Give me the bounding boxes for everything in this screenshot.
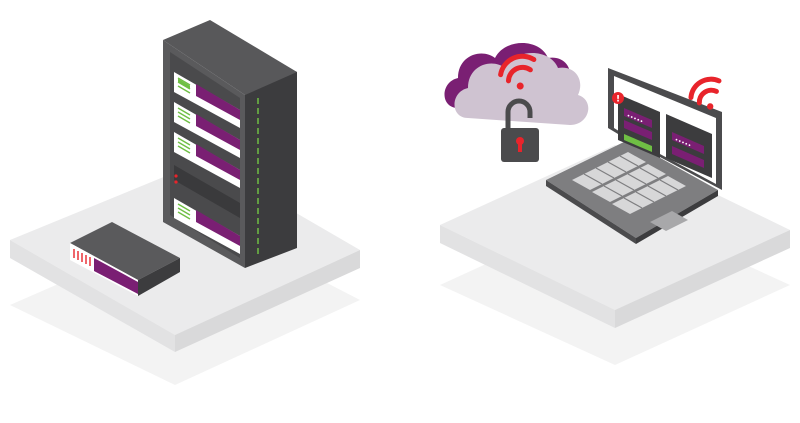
- wifi-signal-icon: [688, 76, 722, 110]
- laptop-screen: ••••• •••••: [618, 94, 712, 178]
- laptop-icon: ••••• ••••• !: [546, 68, 722, 244]
- alert-glyph: !: [616, 95, 620, 105]
- server-unit-4: [174, 198, 240, 254]
- network-appliance-icon: [70, 222, 180, 296]
- server-unit-empty: [174, 165, 240, 218]
- server-unit-3: [174, 132, 240, 188]
- server-unit-2: [174, 102, 240, 158]
- alert-badge-icon: !: [612, 92, 624, 105]
- wifi-icon: [498, 53, 537, 90]
- server-rack-icon: [163, 20, 297, 268]
- server-unit-1: [174, 72, 240, 128]
- padlock-icon: [501, 98, 539, 162]
